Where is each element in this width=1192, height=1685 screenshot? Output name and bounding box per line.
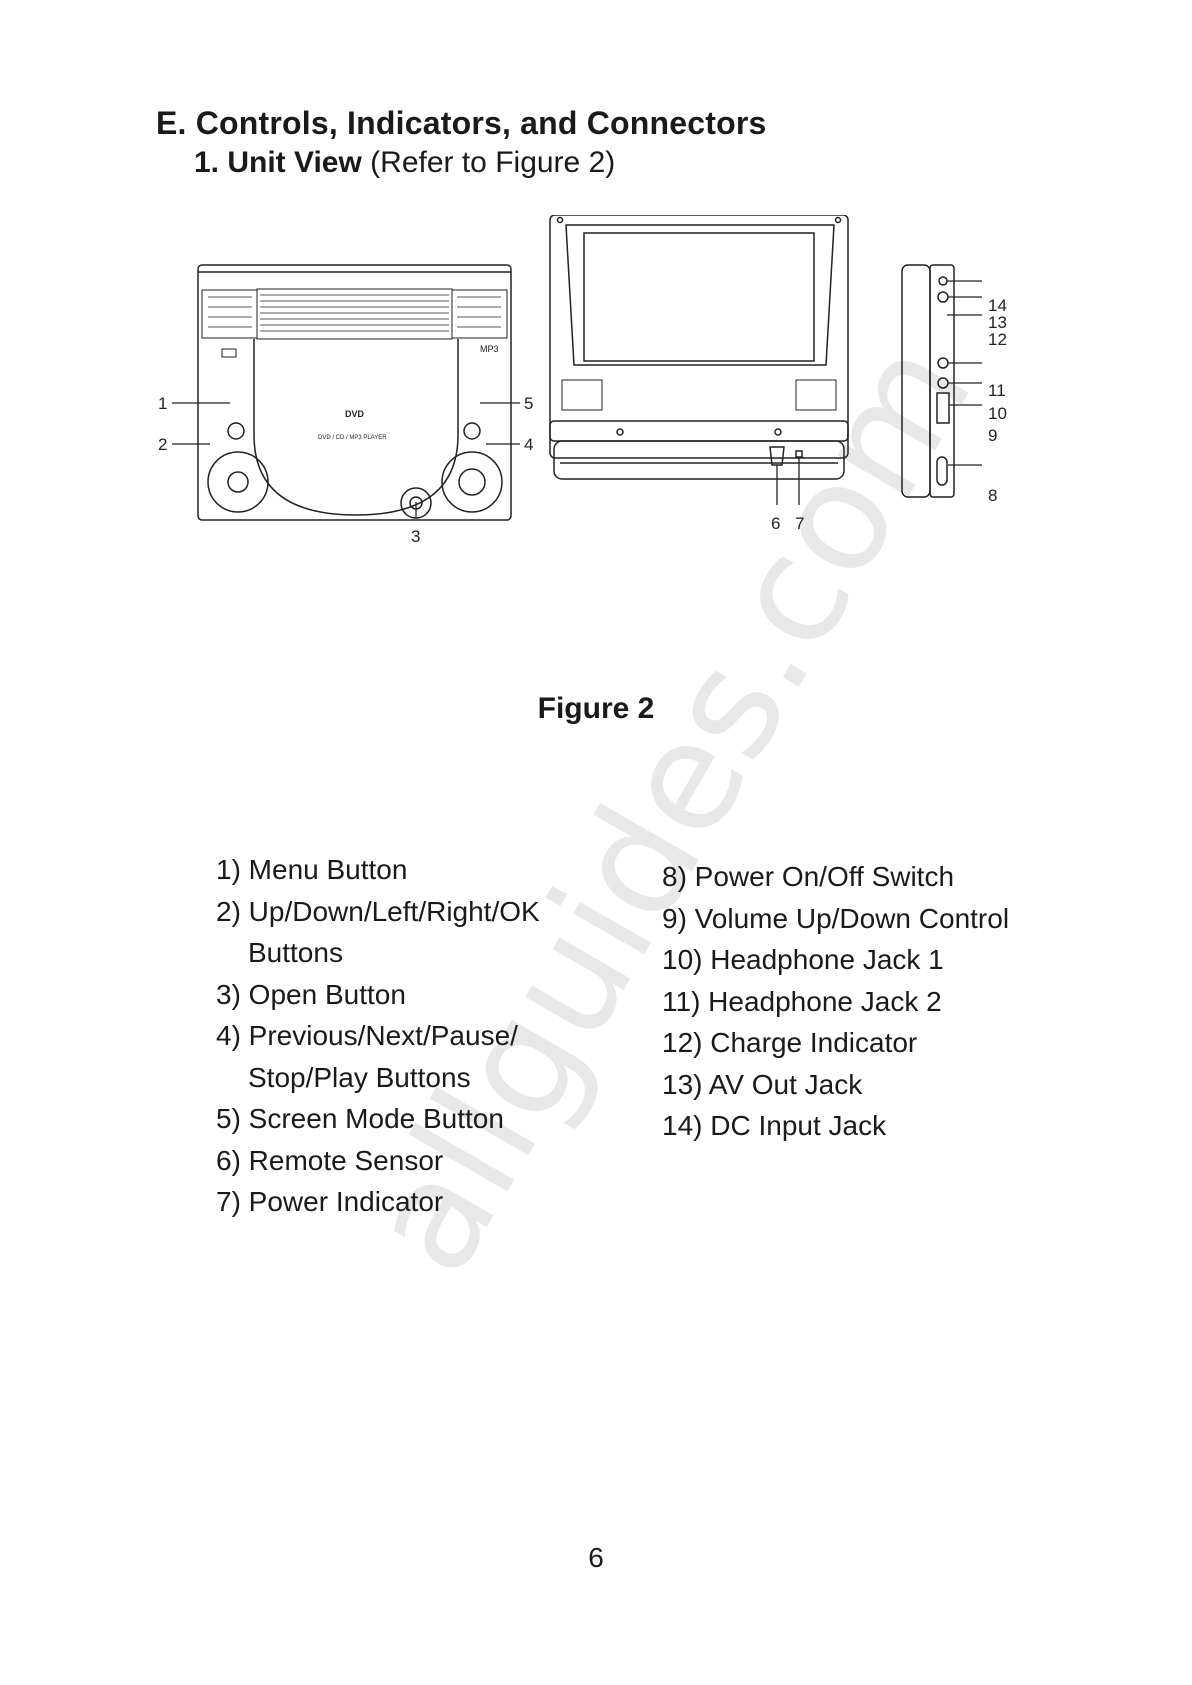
list-item: 8) Power On/Off Switch <box>662 861 955 892</box>
list-item-text: 7) Power Indicator <box>216 1186 444 1217</box>
list-item: 9) Volume Up/Down Control <box>662 902 1010 934</box>
list-item: 14) DC Input Jack <box>662 1110 887 1141</box>
callout-1: 1 <box>158 394 167 413</box>
list-item-text: 5) Screen Mode Button <box>216 1103 504 1134</box>
list-item: 11) Headphone Jack 2 <box>662 985 942 1017</box>
page-number: 6 <box>588 1542 604 1573</box>
section-heading: E. Controls, Indicators, and Connectors <box>156 105 767 141</box>
callout-2: 2 <box>158 435 167 454</box>
list-item: 10) Headphone Jack 1 <box>662 944 944 975</box>
list-item: 12) Charge Indicator <box>662 1027 918 1058</box>
callout-9: 9 <box>988 426 997 445</box>
list-item: 7) Power Indicator <box>216 1181 616 1223</box>
mp3-label: MP3 <box>480 344 499 354</box>
callout-8: 8 <box>988 486 997 505</box>
controls-list-right: 8) Power On/Off Switch 9) Volume Up/Down… <box>662 856 1082 1147</box>
callout-13: 13 <box>988 313 1007 332</box>
callout-12: 12 <box>988 330 1007 349</box>
callout-3: 3 <box>411 527 420 546</box>
figure-caption: Figure 2 <box>537 692 655 725</box>
list-item: 1) Menu Button <box>216 849 616 891</box>
list-item-continuation: Stop/Play Buttons <box>248 1061 471 1093</box>
screen-front-view <box>549 214 849 480</box>
side-view <box>901 264 955 498</box>
callout-14: 14 <box>988 296 1007 315</box>
callout-6: 6 <box>771 514 780 533</box>
list-item-text: 3) Open Button <box>216 978 406 1010</box>
list-item-text: 6) Remote Sensor <box>216 1144 444 1176</box>
list-item-text: 2) Up/Down/Left/Right/OK <box>216 895 540 927</box>
list-item-text: 4) Previous/Next/Pause/ <box>216 1020 518 1051</box>
list-item: 3) Open Button <box>216 974 616 1016</box>
dvd-logo: DVD <box>345 409 365 419</box>
callout-5: 5 <box>524 394 533 413</box>
list-item: 2) Up/Down/Left/Right/OK Buttons <box>216 891 616 974</box>
unit-view-figure: MP3 DVD DVD / CD / MP3 PLAYER 1 2 3 4 5 … <box>150 214 1080 570</box>
callout-10: 10 <box>988 404 1007 423</box>
callout-11: 11 <box>988 381 1006 400</box>
dvd-player-label: DVD / CD / MP3 PLAYER <box>318 435 387 441</box>
list-item-text: 1) Menu Button <box>216 854 408 885</box>
list-item-continuation: Buttons <box>248 937 343 968</box>
list-item: 4) Previous/Next/Pause/Stop/Play Buttons <box>216 1015 616 1098</box>
subsection-reference: (Refer to Figure 2) <box>361 146 616 179</box>
list-item: 5) Screen Mode Button <box>216 1098 616 1140</box>
callout-7: 7 <box>795 514 804 533</box>
controls-list-left: 1) Menu Button 2) Up/Down/Left/Right/OK B… <box>216 849 616 1223</box>
unit-view-diagram: MP3 DVD DVD / CD / MP3 PLAYER 1 2 3 4 5 … <box>158 214 1007 546</box>
subsection-title: 1. Unit View <box>194 146 362 179</box>
base-unit-top-view <box>197 264 512 521</box>
list-item: 6) Remote Sensor <box>216 1140 616 1182</box>
callout-4: 4 <box>524 435 533 454</box>
list-item: 13) AV Out Jack <box>662 1068 863 1100</box>
subsection-heading: 1. Unit View (Refer to Figure 2) <box>194 146 615 180</box>
